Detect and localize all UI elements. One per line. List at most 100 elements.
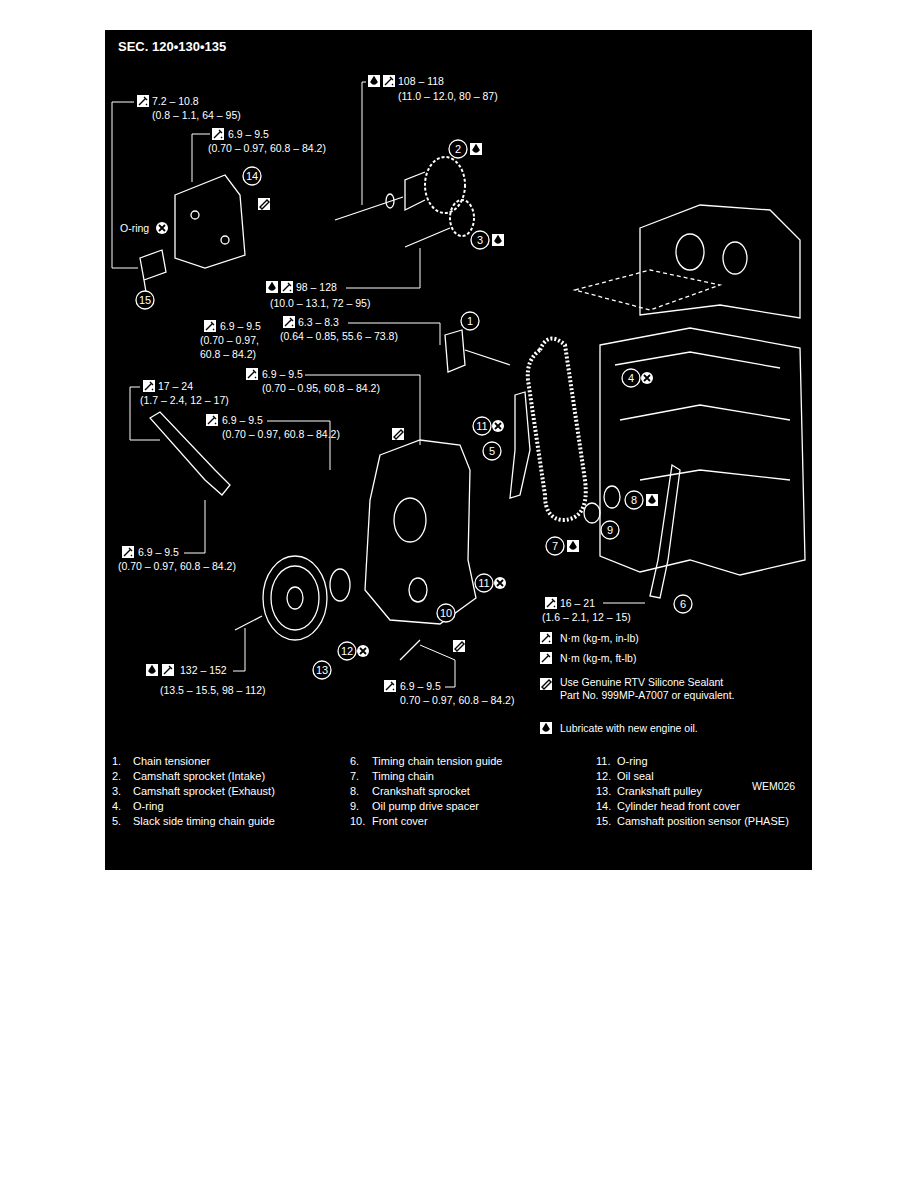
chain-tensioner [445,330,510,372]
icon-mark [543,724,549,731]
block-detail [615,352,790,480]
callout-circle [674,595,692,613]
icon-ground [540,652,552,664]
cylinder-head [640,205,800,318]
icon-ground [540,632,552,644]
torque-spec: (1.7 – 2.4, 12 – 17) [140,394,229,407]
icon-mark [570,542,576,549]
icon-mark [542,680,551,689]
callout-number: 2 [448,142,468,156]
icon-ground [281,281,293,293]
leader-line [184,500,205,553]
torque-spec: (0.70 – 0.95, 60.8 – 84.2) [262,382,380,395]
seal-icon [392,428,404,440]
x-icon [494,577,506,589]
new-part-cross [495,423,501,429]
lube-icon [266,281,278,293]
crank-sprocket [604,486,620,508]
part-name: Crankshaft sprocket [372,785,470,798]
icon-ground [122,546,134,558]
wi-icon [383,75,395,87]
callout-number: 9 [600,523,620,537]
callout-number: 3 [470,233,490,247]
new-part-cross [497,580,503,586]
oil-seal [330,569,350,601]
icon-mark [473,145,479,152]
icon-ground [492,234,504,246]
callout-number: 1 [460,314,480,328]
list-number: 4. [112,800,121,813]
sprocket-bolt [335,197,403,220]
icon-ground [646,494,658,506]
torque-spec: 6.9 – 9.5 [220,320,261,333]
part-name: O-ring [617,755,648,768]
front-cover [365,440,476,624]
torque-spec: 6.3 – 8.3 [298,316,339,329]
wi-icon [204,320,216,332]
icon-ground [246,368,258,380]
torque-spec: 7.2 – 10.8 [152,95,199,108]
part-name: Front cover [372,815,428,828]
icon-mark [269,283,275,290]
cam-bore [723,242,747,274]
wf-icon [540,652,552,664]
new-part-mark [357,645,369,657]
callout-circle [461,312,479,330]
icon-mark [455,642,464,651]
wi-icon [281,281,293,293]
leader-lines [112,82,645,687]
line-art [140,157,805,660]
leader-line [192,134,210,182]
icon-ground [545,597,557,609]
icon-ground [146,664,158,676]
icon-ground [137,95,149,107]
wi-icon [545,597,557,609]
legend-text: Use Genuine RTV Silicone Sealant Part No… [560,676,745,702]
part-name: Cylinder head front cover [617,800,740,813]
icon-mark [214,130,222,138]
new-part-mark [494,577,506,589]
lube-icon [470,143,482,155]
legend-text: N·m (kg-m, in-lb) [560,632,745,645]
list-number: 5. [112,815,121,828]
phase-sensor [140,250,166,292]
icon-mark [248,370,256,378]
callout-number: 5 [482,444,502,458]
icon-mark [260,200,269,209]
icon-ground [368,75,380,87]
icon-ground [392,428,404,440]
wi-icon [212,128,224,140]
bolt-hole [191,211,199,219]
icon-mark [495,236,501,243]
part-name: Crankshaft pulley [617,785,702,798]
list-number: 2. [112,770,121,783]
lube-icon [368,75,380,87]
crank-bore [409,578,427,602]
part-name: Timing chain [372,770,434,783]
list-number: 14. [596,800,611,813]
part-name: Slack side timing chain guide [133,815,275,828]
callout-circle [625,491,643,509]
crank-pulley [263,556,327,640]
icon-ground [258,198,270,210]
torque-spec: (0.70 – 0.97, [200,334,259,347]
x-icon [357,645,369,657]
icon-mark [145,382,153,390]
torque-spec: 6.9 – 9.5 [138,546,179,559]
callout-number: 10 [436,606,456,620]
part-name: Oil pump drive spacer [372,800,479,813]
icon-ground [283,316,295,328]
torque-spec: 60.8 – 84.2) [200,348,256,361]
callout-circle [243,167,261,185]
torque-spec: O-ring [120,222,149,235]
icon-mark [206,322,214,330]
wi-icon [143,380,155,392]
callout-number: 11 [472,419,492,433]
wi-icon [122,546,134,558]
cylinder-block [600,328,805,575]
lube-icon [646,494,658,506]
wf-icon [162,664,174,676]
icon-mark [394,430,403,439]
sprocket-bolt [405,228,450,247]
callout-number: 8 [624,493,644,507]
